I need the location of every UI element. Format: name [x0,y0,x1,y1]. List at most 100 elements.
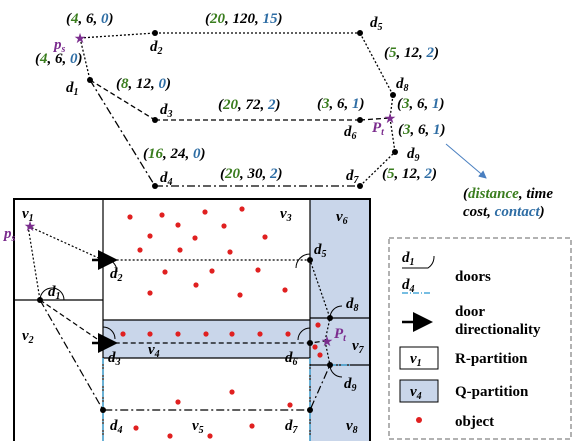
callout-line1: (distance, time [463,186,553,202]
pt-star-icon: ★ [384,112,397,127]
legend-q-label: Q-partition [455,384,529,400]
edge-ps-d2 [79,32,156,39]
legend-doors-label: doors [455,269,491,285]
plan-pt-star-icon: ★ [321,335,334,350]
label-d5: d5 [370,15,383,33]
object-dot [162,269,168,275]
object-dot [221,223,227,229]
edge-label-ps-d2: (4, 6, 0) [66,11,114,27]
legend-r-swatch [399,346,439,370]
object-dot [147,331,153,337]
partition-v8: v8 [346,418,358,436]
edge-pt-d9 [389,117,396,153]
objects [120,206,323,439]
object-dot [315,322,321,328]
legend-doors-d1: d1 [402,250,415,268]
label-d4: d4 [160,170,173,188]
legend-box [388,237,572,440]
edge-label-d2-d5: (20, 120, 15) [205,11,283,27]
label-d9: d9 [407,146,420,164]
partition-v4: v4 [148,342,160,360]
legend-r-label: R-partition [455,351,528,367]
object-dot [137,247,143,253]
plan-d9 [327,362,333,368]
ps-star-icon: ★ [74,32,87,47]
label-ps: ps [52,37,66,55]
object-dot [287,402,293,408]
edge-label-pt-d9: (3, 6, 1) [398,122,446,138]
legend-r-sym: v1 [410,351,422,369]
label-d8: d8 [396,76,409,94]
plan-d4 [100,407,106,413]
partition-v6: v6 [336,209,348,227]
edge-label-d1-d4: (16, 24, 0) [143,146,206,162]
plan-d6 [307,340,313,346]
edge-label-d6-pt: (3, 6, 1) [317,96,365,112]
plan-label-d7: d7 [285,418,299,436]
plan-ps-star-icon: ★ [24,220,37,235]
edge-label-d5-d8: (5, 12, 2) [384,45,439,61]
path-pt-d9 [324,340,331,366]
node-d2 [152,30,158,36]
plan-label-d4: d4 [110,418,123,436]
node-d3 [152,117,158,123]
object-dot [317,352,323,358]
legend-direction-1: door [455,304,485,320]
node-d5 [357,30,363,36]
label-d2: d2 [150,39,163,57]
plan-d7 [307,407,313,413]
object-dot [249,423,255,429]
edge-d7-d9 [359,151,396,187]
object-dot [312,344,318,350]
legend: d1 d4 doors door directionality v1 R-par… [388,237,572,440]
object-dot [193,282,199,288]
plan-label-d5: d5 [314,242,327,260]
label-d6: d6 [344,124,357,142]
object-dot [167,433,173,439]
object-dot [207,433,213,439]
label-d7: d7 [346,168,360,186]
edge-label-d3-d6: (20, 72, 2) [218,97,281,113]
legend-doors-d4: d4 [402,277,415,295]
legend-object-label: object [455,414,494,430]
floorplan: ★ ★ v1 v2 v3 v4 v5 v6 v7 v8 d1 d2 d3 d4 … [2,198,371,441]
object-dot [175,399,181,405]
edge-label-ps-d1: (4, 6, 0) [35,51,83,67]
plan-label-d8: d8 [346,296,359,314]
object-dot [159,212,165,218]
object-dot [175,222,181,228]
plan-d2 [100,257,106,263]
object-dot [120,331,126,337]
callout-line2: cost, contact) [463,204,545,220]
plan-d8 [327,315,333,321]
label-d1: d1 [66,80,79,98]
node-d4 [152,183,158,189]
edge-d1-d4 [89,79,156,187]
plan-label-d3: d3 [108,350,121,368]
edge-label-d8-pt: (3, 6, 1) [397,96,445,112]
legend-direction-2: directionality [455,322,541,338]
plan-label-ps: ps [2,226,16,244]
edge-ps-d1 [79,37,91,81]
object-dot [203,331,209,337]
object-dot [177,247,183,253]
object-dot [175,331,181,337]
edge-label-d1-d3: (8, 12, 0) [116,76,171,92]
edge-d6-pt [359,117,391,121]
callout-arrow [445,143,487,179]
partition-v1: v1 [22,206,34,224]
plan-d3 [100,340,106,346]
q-partition-v4 [103,320,310,358]
path-d1-d4-d7 [39,299,331,411]
q-partition-v6 [310,199,370,441]
object-dot [255,267,261,273]
legend-q-swatch [399,379,439,403]
plan-label-d6: d6 [285,350,298,368]
legend-q-sym: v4 [410,384,422,402]
node-d9 [392,149,398,155]
object-dot [192,235,198,241]
object-dot [229,389,235,395]
object-dot [202,209,208,215]
partition-v5: v5 [192,418,204,436]
